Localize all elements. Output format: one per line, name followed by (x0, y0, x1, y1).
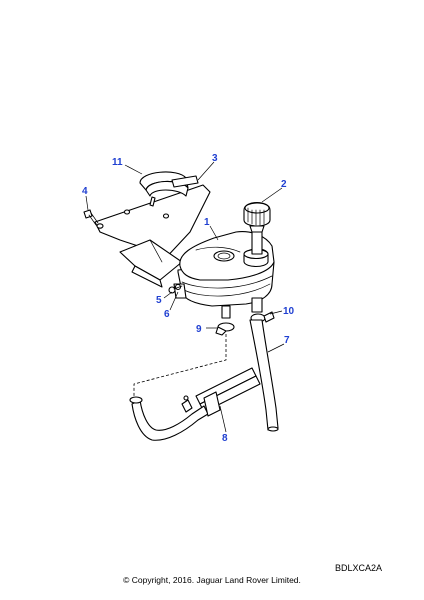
callout-2: 2 (281, 179, 287, 190)
callout-8: 8 (222, 433, 228, 444)
coolant-hose (249, 319, 279, 432)
hose-clip-lower (215, 322, 235, 336)
copyright-notice: © Copyright, 2016. Jaguar Land Rover Lim… (123, 575, 301, 585)
callout-5: 5 (156, 295, 162, 306)
dashed-connection (133, 334, 227, 396)
callout-11: 11 (112, 157, 123, 168)
callout-10: 10 (283, 306, 295, 317)
callout-6: 6 (164, 309, 170, 320)
clamp-band (139, 171, 199, 197)
screw-and-washer (168, 283, 183, 294)
leader-lines (85, 161, 285, 433)
callout-9: 9 (196, 324, 202, 335)
callout-3: 3 (212, 153, 218, 164)
mounting-bracket (94, 184, 211, 288)
callout-1: 1 (204, 217, 210, 228)
callout-7: 7 (284, 335, 290, 346)
reservoir-cap (243, 201, 271, 255)
reference-code: BDLXCA2A (334, 563, 382, 573)
pipe-assembly (129, 367, 261, 441)
callout-4: 4 (82, 186, 88, 197)
bracket-bolt (83, 209, 99, 226)
